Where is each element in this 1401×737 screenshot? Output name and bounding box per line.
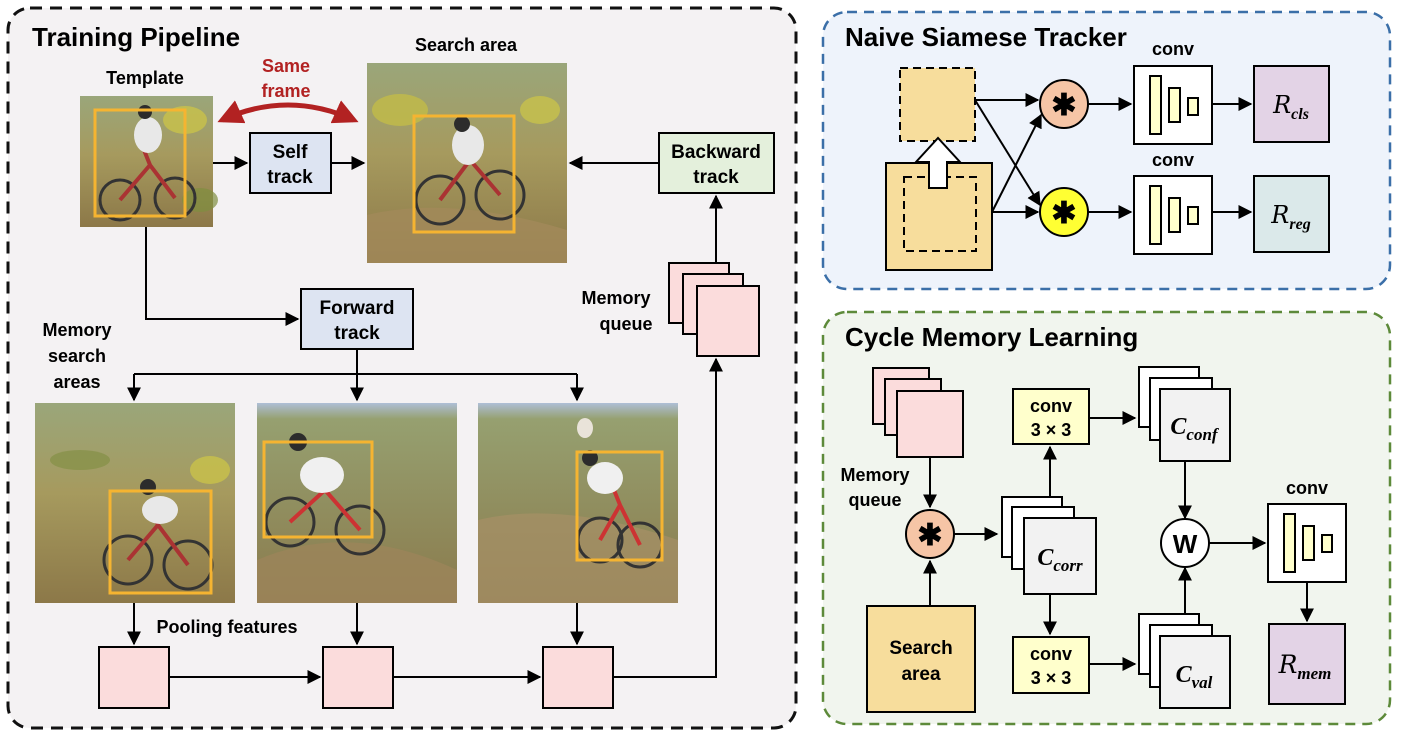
memory-search-image-3 [478,403,678,603]
naive-search-inner [903,176,977,252]
r-cls-label: Rcls [1272,91,1309,123]
forward-track-label-1: Forward [320,298,395,319]
cycle-search-area-label-1: Search [889,638,952,659]
pooled-feature-2 [322,646,394,709]
r-cls-box [1253,65,1330,143]
backward-track-label-2: track [693,167,739,188]
memory-search-image-1 [35,403,235,603]
cycle-search-area-label-2: area [901,664,941,685]
memory-search-areas-label-2: search [48,346,106,366]
r-mem-label: Rmem [1278,650,1332,683]
naive-corr-cls-star: ✱ [1051,89,1076,122]
memory-queue-label-1: Memory [581,288,650,308]
conv3-bottom-box [1012,636,1090,694]
memory-search-areas-label-3: areas [53,372,100,392]
memory-queue-label-2: queue [599,314,652,334]
pooled-feature-3 [542,646,614,709]
memory-bbox-1 [108,489,213,595]
conv3-bottom-label-1: conv [1030,644,1072,664]
c-corr-stack [1001,496,1097,595]
pooled-feature-1 [98,646,170,709]
cycle-memory-queue-stack [872,367,964,458]
backward-track-label-1: Backward [671,142,761,163]
conv3-top-box [1012,388,1090,445]
naive-line-t-bottom [974,99,1041,207]
arrow-template-to-forward [145,227,300,326]
same-frame-arrow [217,100,359,124]
c-val-stack [1138,613,1231,709]
naive-corr-reg-star: ✱ [1051,197,1076,230]
naive-conv-reg-block [1133,175,1213,255]
c-val-label: Cval [1176,662,1213,692]
same-frame-label-1: Same [262,56,310,76]
memory-bbox-2 [262,440,374,539]
c-corr-label: Ccorr [1037,545,1083,575]
pooling-features-label: Pooling features [156,617,297,637]
memory-search-areas-label-1: Memory [42,320,111,340]
search-area-label: Search area [415,35,518,55]
forward-track-label-2: track [334,323,380,344]
memory-queue-stack [668,262,760,357]
search-area-bbox [412,114,516,234]
memory-search-image-2 [257,403,457,603]
forward-track-box [300,288,414,350]
memory-bbox-3 [575,450,664,562]
cycle-conv-label: conv [1286,478,1328,498]
training-title: Training Pipeline [32,22,240,52]
conv3-bottom-label-2: 3 × 3 [1031,668,1072,688]
cycle-conv-block [1267,503,1347,583]
conv3-top-label-1: conv [1030,396,1072,416]
r-reg-label: Rreg [1270,201,1310,233]
same-frame-label-2: frame [261,81,310,101]
cycle-title: Cycle Memory Learning [845,322,1138,352]
naive-template-box [899,67,976,142]
template-image [80,96,218,227]
naive-title: Naive Siamese Tracker [845,22,1127,52]
self-track-label-2: track [267,167,313,188]
cycle-memory-queue-label-2: queue [848,490,901,510]
naive-line-s-top [991,113,1042,213]
template-label: Template [106,68,184,88]
naive-conv-cls-block [1133,65,1213,145]
r-mem-box [1268,623,1346,705]
naive-conv-top-label: conv [1152,39,1194,59]
search-area-image [367,63,567,263]
r-reg-box [1253,175,1330,253]
naive-conv-bottom-label: conv [1152,150,1194,170]
conv3-top-label-2: 3 × 3 [1031,420,1072,440]
naive-crop-arrow [913,136,963,189]
cycle-search-area-box [866,605,976,713]
self-track-box [249,132,332,194]
cycle-memory-queue-label-1: Memory [840,465,909,485]
arrow-pool3-to-memory [613,357,723,678]
c-conf-stack [1138,366,1231,462]
cycle-corr-star: ✱ [917,519,942,552]
w-node-label: W [1173,529,1198,559]
template-bbox [93,108,187,218]
c-conf-label: Cconf [1170,414,1220,444]
self-track-label-1: Self [273,142,309,163]
